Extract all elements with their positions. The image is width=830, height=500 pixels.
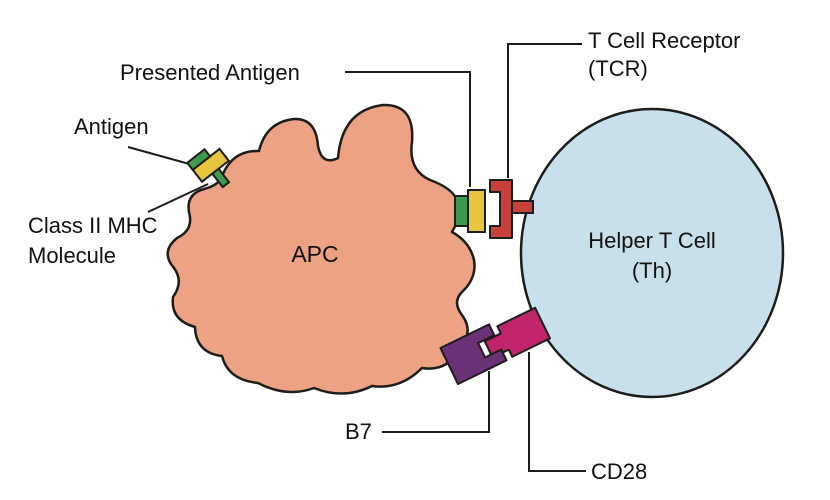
presented-antigen-label: Presented Antigen [120, 60, 300, 85]
presented-mhc-shape [454, 195, 469, 227]
tcr-label: T Cell Receptor (TCR) [588, 27, 740, 83]
b7-shape [439, 323, 508, 386]
antigen-pointer-line [127, 146, 194, 166]
presented-antigen-pointer-line [345, 71, 471, 187]
mhc-cap-shape [185, 147, 212, 172]
helper-t-cell-shape [519, 107, 785, 399]
b7-pointer-line [382, 371, 490, 433]
mhc-pointer-line [147, 183, 209, 213]
antigen-label: Antigen [74, 114, 149, 139]
tcr-label-line2: (TCR) [588, 56, 648, 81]
helper-t-cell-label: Helper T Cell (Th) [550, 226, 754, 286]
presented-antigen-shape [467, 189, 486, 233]
helper-t-cell-label-line1: Helper T Cell [588, 228, 716, 253]
apc-label: APC [291, 241, 339, 267]
apc-cell-shape [166, 103, 476, 395]
mhc-label-line1: Class II MHC [28, 213, 158, 238]
mhc-label: Class II MHC Molecule [28, 211, 158, 271]
helper-t-cell-label-line2: (Th) [631, 258, 673, 283]
cd28-pointer-line [528, 352, 586, 472]
mhc-label-line2: Molecule [28, 243, 117, 268]
tcr-pointer-line [507, 43, 582, 178]
antigen-mhc-assembly [185, 147, 231, 189]
cd28-label: CD28 [591, 459, 648, 484]
b7-label: B7 [345, 419, 372, 444]
tcr-label-line1: T Cell Receptor [588, 28, 741, 53]
tcr-bracket-shape [489, 179, 513, 239]
